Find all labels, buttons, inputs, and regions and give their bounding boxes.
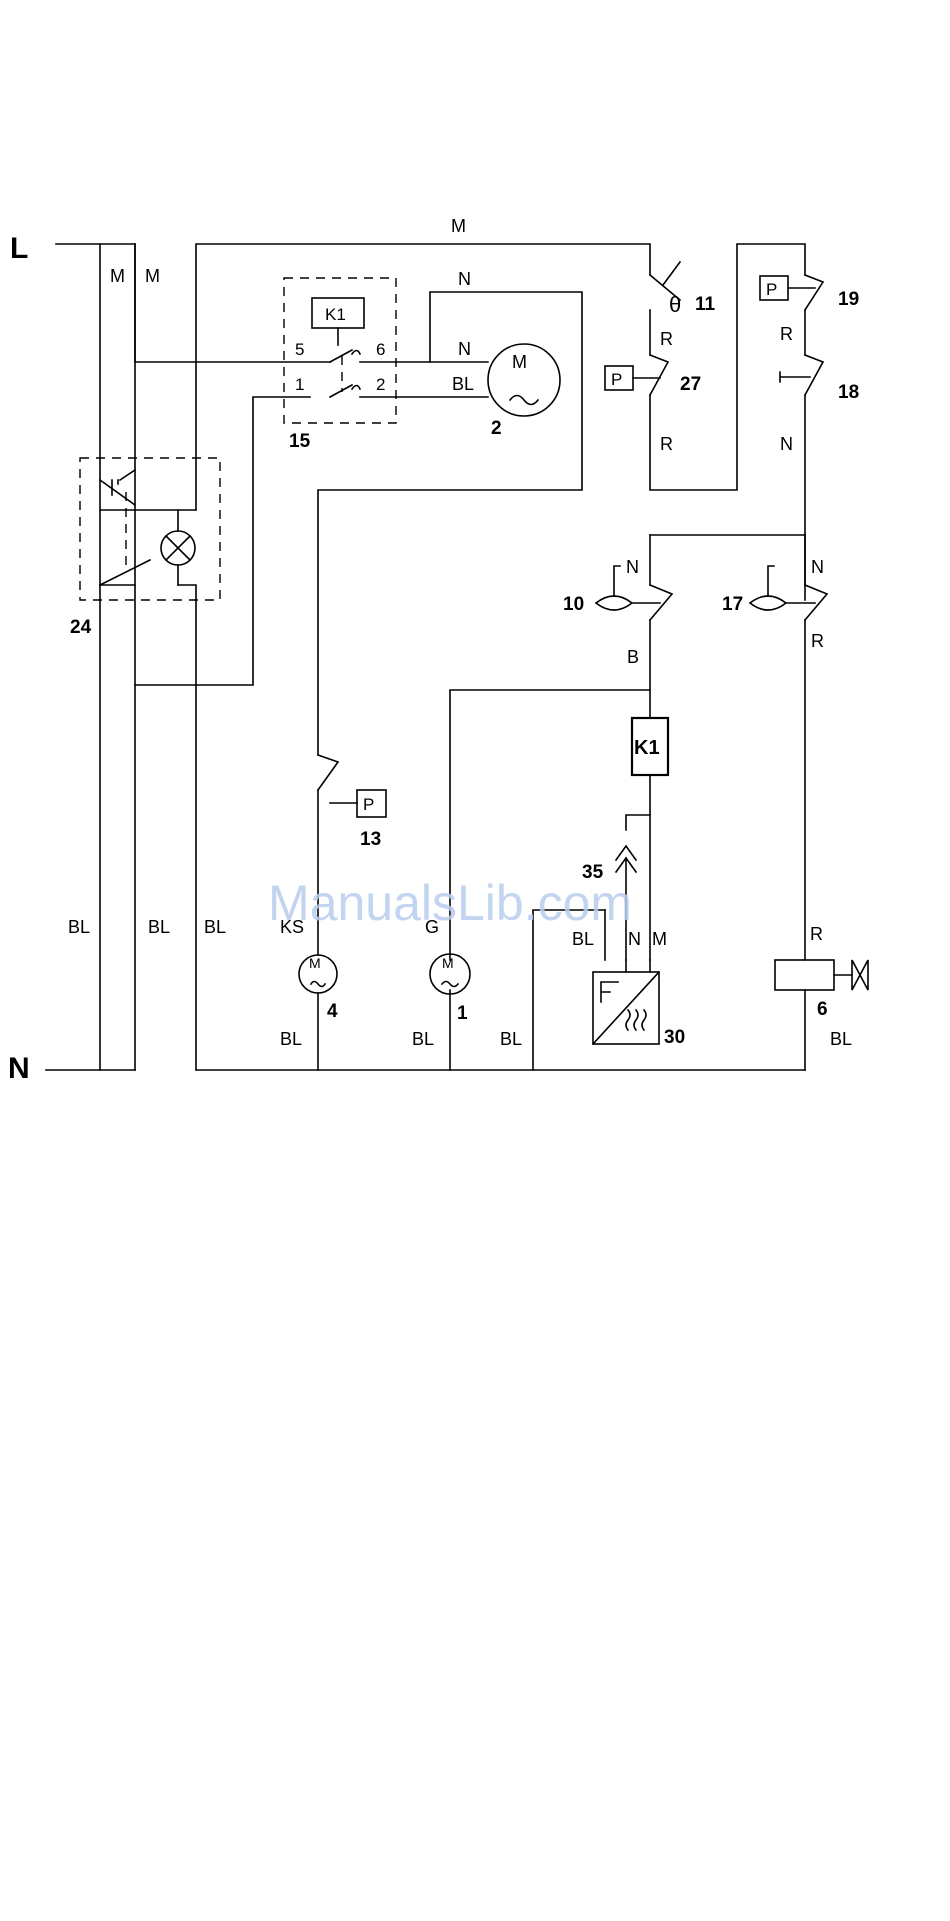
- contact-1: 1: [295, 375, 304, 394]
- label-2: 2: [491, 418, 502, 439]
- label-24: 24: [70, 617, 92, 638]
- wire-bl-3: BL: [148, 917, 170, 937]
- wire-bl-6: BL: [280, 1029, 302, 1049]
- motor-4-symbol: M: [309, 955, 321, 971]
- pressure-13-symbol: P: [363, 795, 374, 814]
- terminal-n: N: [8, 1052, 30, 1085]
- label-4: 4: [327, 1001, 338, 1022]
- switch-24: [80, 458, 220, 600]
- wire-b: B: [627, 647, 639, 667]
- terminal-l: L: [10, 232, 28, 265]
- contact-5: 5: [295, 340, 304, 359]
- watermark: ManualsLib.com: [268, 875, 632, 931]
- wire-n-5: N: [811, 557, 824, 577]
- label-6: 6: [817, 999, 828, 1020]
- wire-bl-7: BL: [412, 1029, 434, 1049]
- contact-6: 6: [376, 340, 385, 359]
- label-1: 1: [457, 1003, 468, 1024]
- wire-bl-5: BL: [572, 929, 594, 949]
- wire-r-2: R: [660, 434, 673, 454]
- wire-bl-8: BL: [500, 1029, 522, 1049]
- solenoid-valve-6: [775, 960, 868, 990]
- switch-18: [780, 355, 823, 395]
- theta-symbol: θ: [669, 292, 681, 317]
- wire-n-4: N: [626, 557, 639, 577]
- wire-m-2: M: [145, 266, 160, 286]
- wire-m-1: M: [110, 266, 125, 286]
- wire-bl-1: BL: [452, 374, 474, 394]
- label-15: 15: [289, 431, 311, 452]
- contact-2: 2: [376, 375, 385, 394]
- wire-r-3: R: [780, 324, 793, 344]
- label-10: 10: [563, 594, 584, 615]
- wire-r-5: R: [810, 924, 823, 944]
- heater-30: [593, 972, 659, 1044]
- pressure-19-symbol: P: [766, 280, 777, 299]
- label-17: 17: [722, 594, 743, 615]
- wire-n-3: N: [780, 434, 793, 454]
- wire-n-1: N: [458, 269, 471, 289]
- wire-n-6: N: [628, 929, 641, 949]
- wire-n-2: N: [458, 339, 471, 359]
- label-19: 19: [838, 289, 859, 310]
- label-13: 13: [360, 829, 381, 850]
- wire-bl-9: BL: [830, 1029, 852, 1049]
- wire-m-3: M: [451, 216, 466, 236]
- pressure-13: [318, 755, 386, 817]
- wire-bl-2: BL: [68, 917, 90, 937]
- label-11: 11: [695, 294, 716, 315]
- wire-bl-4: BL: [204, 917, 226, 937]
- label-27: 27: [680, 374, 701, 395]
- wire-r-1: R: [660, 329, 673, 349]
- pressure-27-symbol: P: [611, 370, 622, 389]
- wire-m-4: M: [652, 929, 667, 949]
- motor-1-symbol: M: [442, 955, 454, 971]
- label-30: 30: [664, 1027, 685, 1048]
- motor-2-symbol: M: [512, 352, 527, 372]
- label-18: 18: [838, 382, 859, 403]
- wire-r-4: R: [811, 631, 824, 651]
- relay-coil-label: K1: [634, 737, 660, 759]
- relay-label: K1: [325, 305, 346, 324]
- wires: [46, 244, 805, 1070]
